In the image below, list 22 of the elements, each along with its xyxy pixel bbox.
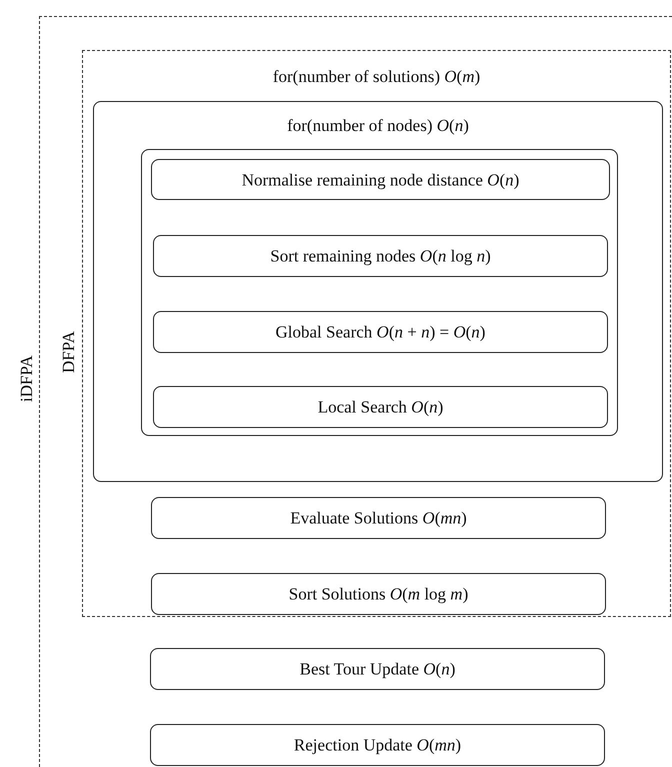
step-label: Evaluate Solutions O(mn): [289, 510, 468, 526]
loop-label: for(number of nodes) O(n): [286, 117, 470, 134]
process-box: [151, 497, 606, 539]
step-label: Sort remaining nodes O(n log n): [269, 248, 492, 264]
inner-loop-box: [141, 149, 618, 436]
step-label: Local Search O(n): [316, 398, 444, 416]
step-label: Global Search O(n + n) = O(n): [274, 324, 486, 340]
step-label: Rejection Update O(mn): [292, 736, 462, 754]
process-box: [151, 573, 606, 615]
group-label: iDFPA: [18, 355, 35, 402]
process-box: [153, 386, 608, 428]
process-box: [153, 235, 608, 277]
step-label: Best Tour Update O(n): [298, 660, 456, 678]
process-box: [150, 648, 605, 690]
loop-box: [93, 101, 663, 482]
step-label: Normalise remaining node distance O(n): [240, 171, 520, 188]
group-label: DFPA: [60, 331, 77, 373]
step-label: Sort Solutions O(m log m): [288, 586, 470, 602]
process-box: [150, 724, 605, 766]
loop-label: for(number of solutions) O(m): [272, 68, 482, 85]
process-box: [153, 311, 608, 353]
process-box: [151, 159, 610, 200]
